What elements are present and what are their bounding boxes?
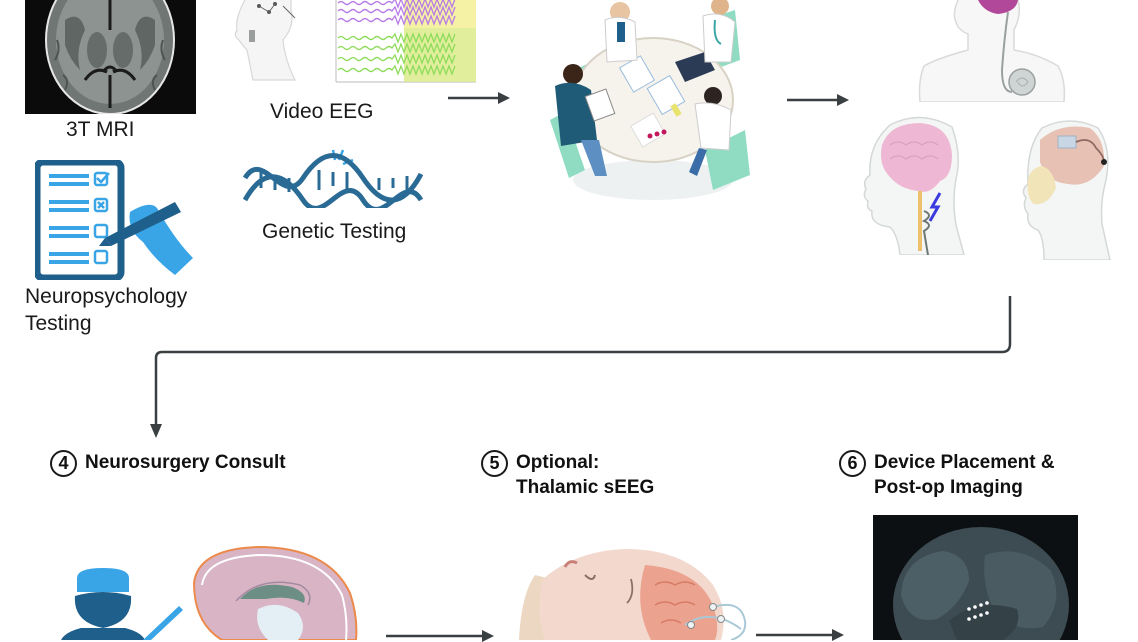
axial-brain-mri-icon [45, 0, 175, 114]
arrow-right-icon [448, 92, 510, 104]
step-6-title-line1: Device Placement & [874, 452, 1055, 473]
step-4-title-line1: Neurosurgery Consult [85, 452, 286, 473]
arrow-step5-to-step6 [754, 628, 846, 642]
surgeon-illustration [55, 562, 190, 640]
step-5-header: 5 Optional: Thalamic sEEG [481, 450, 654, 500]
step-5-title-line2: Thalamic sEEG [516, 477, 655, 498]
elbow-connector [150, 294, 1020, 440]
arrow-workup-to-conference [446, 90, 512, 106]
step-number-badge: 6 [839, 450, 866, 477]
step-6-title-line2: Post-op Imaging [874, 477, 1023, 498]
arrow-right-icon [756, 629, 844, 641]
postop-ct-leads-icon [893, 527, 1069, 640]
step-6-header: 6 Device Placement & Post-op Imaging [839, 450, 1055, 500]
arrow-step4-to-step5 [384, 628, 496, 642]
step-6-title: Device Placement & Post-op Imaging [874, 450, 1055, 500]
genetic-label: Genetic Testing [262, 220, 407, 243]
dbs-chest-implant-icon [918, 0, 1066, 102]
arrow-conference-to-devices [785, 92, 851, 108]
step-5-title: Optional: Thalamic sEEG [516, 450, 654, 500]
eeg-trace-icon [335, 0, 476, 83]
sagittal-brain-illustration [188, 543, 363, 640]
eeg-head-illustration [225, 0, 305, 82]
eeg-trace-panel [330, 0, 478, 85]
mri-label: 3T MRI [66, 118, 135, 141]
neuropsych-illustration [35, 160, 195, 280]
step-number-badge: 5 [481, 450, 508, 477]
mri-image [25, 0, 196, 114]
surgeon-icon [61, 568, 183, 640]
veeg-label: Video EEG [270, 100, 374, 123]
arrow-right-icon [386, 630, 494, 642]
step-4-title: Neurosurgery Consult [85, 450, 286, 475]
vns-illustration [860, 115, 965, 255]
arrow-right-icon [787, 94, 849, 106]
eeg-cap-head-icon [234, 0, 296, 81]
step-4-header: 4 Neurosurgery Consult [50, 450, 286, 477]
vns-neck-stimulator-icon [863, 116, 965, 255]
patient-seeg-electrodes-icon [519, 549, 747, 640]
neuropsych-label: Neuropsychology Testing [25, 283, 187, 337]
step-number-badge: 4 [50, 450, 77, 477]
neuropsych-label-line2: Testing [25, 312, 92, 335]
genetic-illustration [243, 148, 423, 208]
conference-illustration [535, 0, 760, 220]
dna-helix-icon [243, 149, 423, 208]
postop-ct-image [873, 515, 1078, 640]
elbow-arrow-icon [150, 296, 1012, 438]
checklist-hand-icon [35, 160, 193, 280]
sagittal-brain-icon [192, 545, 358, 640]
dbs-illustration [918, 0, 1068, 102]
multidisciplinary-conference-icon [550, 0, 750, 200]
rns-cranial-implant-icon [1022, 120, 1111, 260]
rns-illustration [1020, 118, 1115, 260]
step-5-title-line1: Optional: [516, 452, 600, 473]
neuropsych-label-line1: Neuropsychology [25, 285, 188, 308]
seeg-patient-illustration [515, 545, 755, 640]
